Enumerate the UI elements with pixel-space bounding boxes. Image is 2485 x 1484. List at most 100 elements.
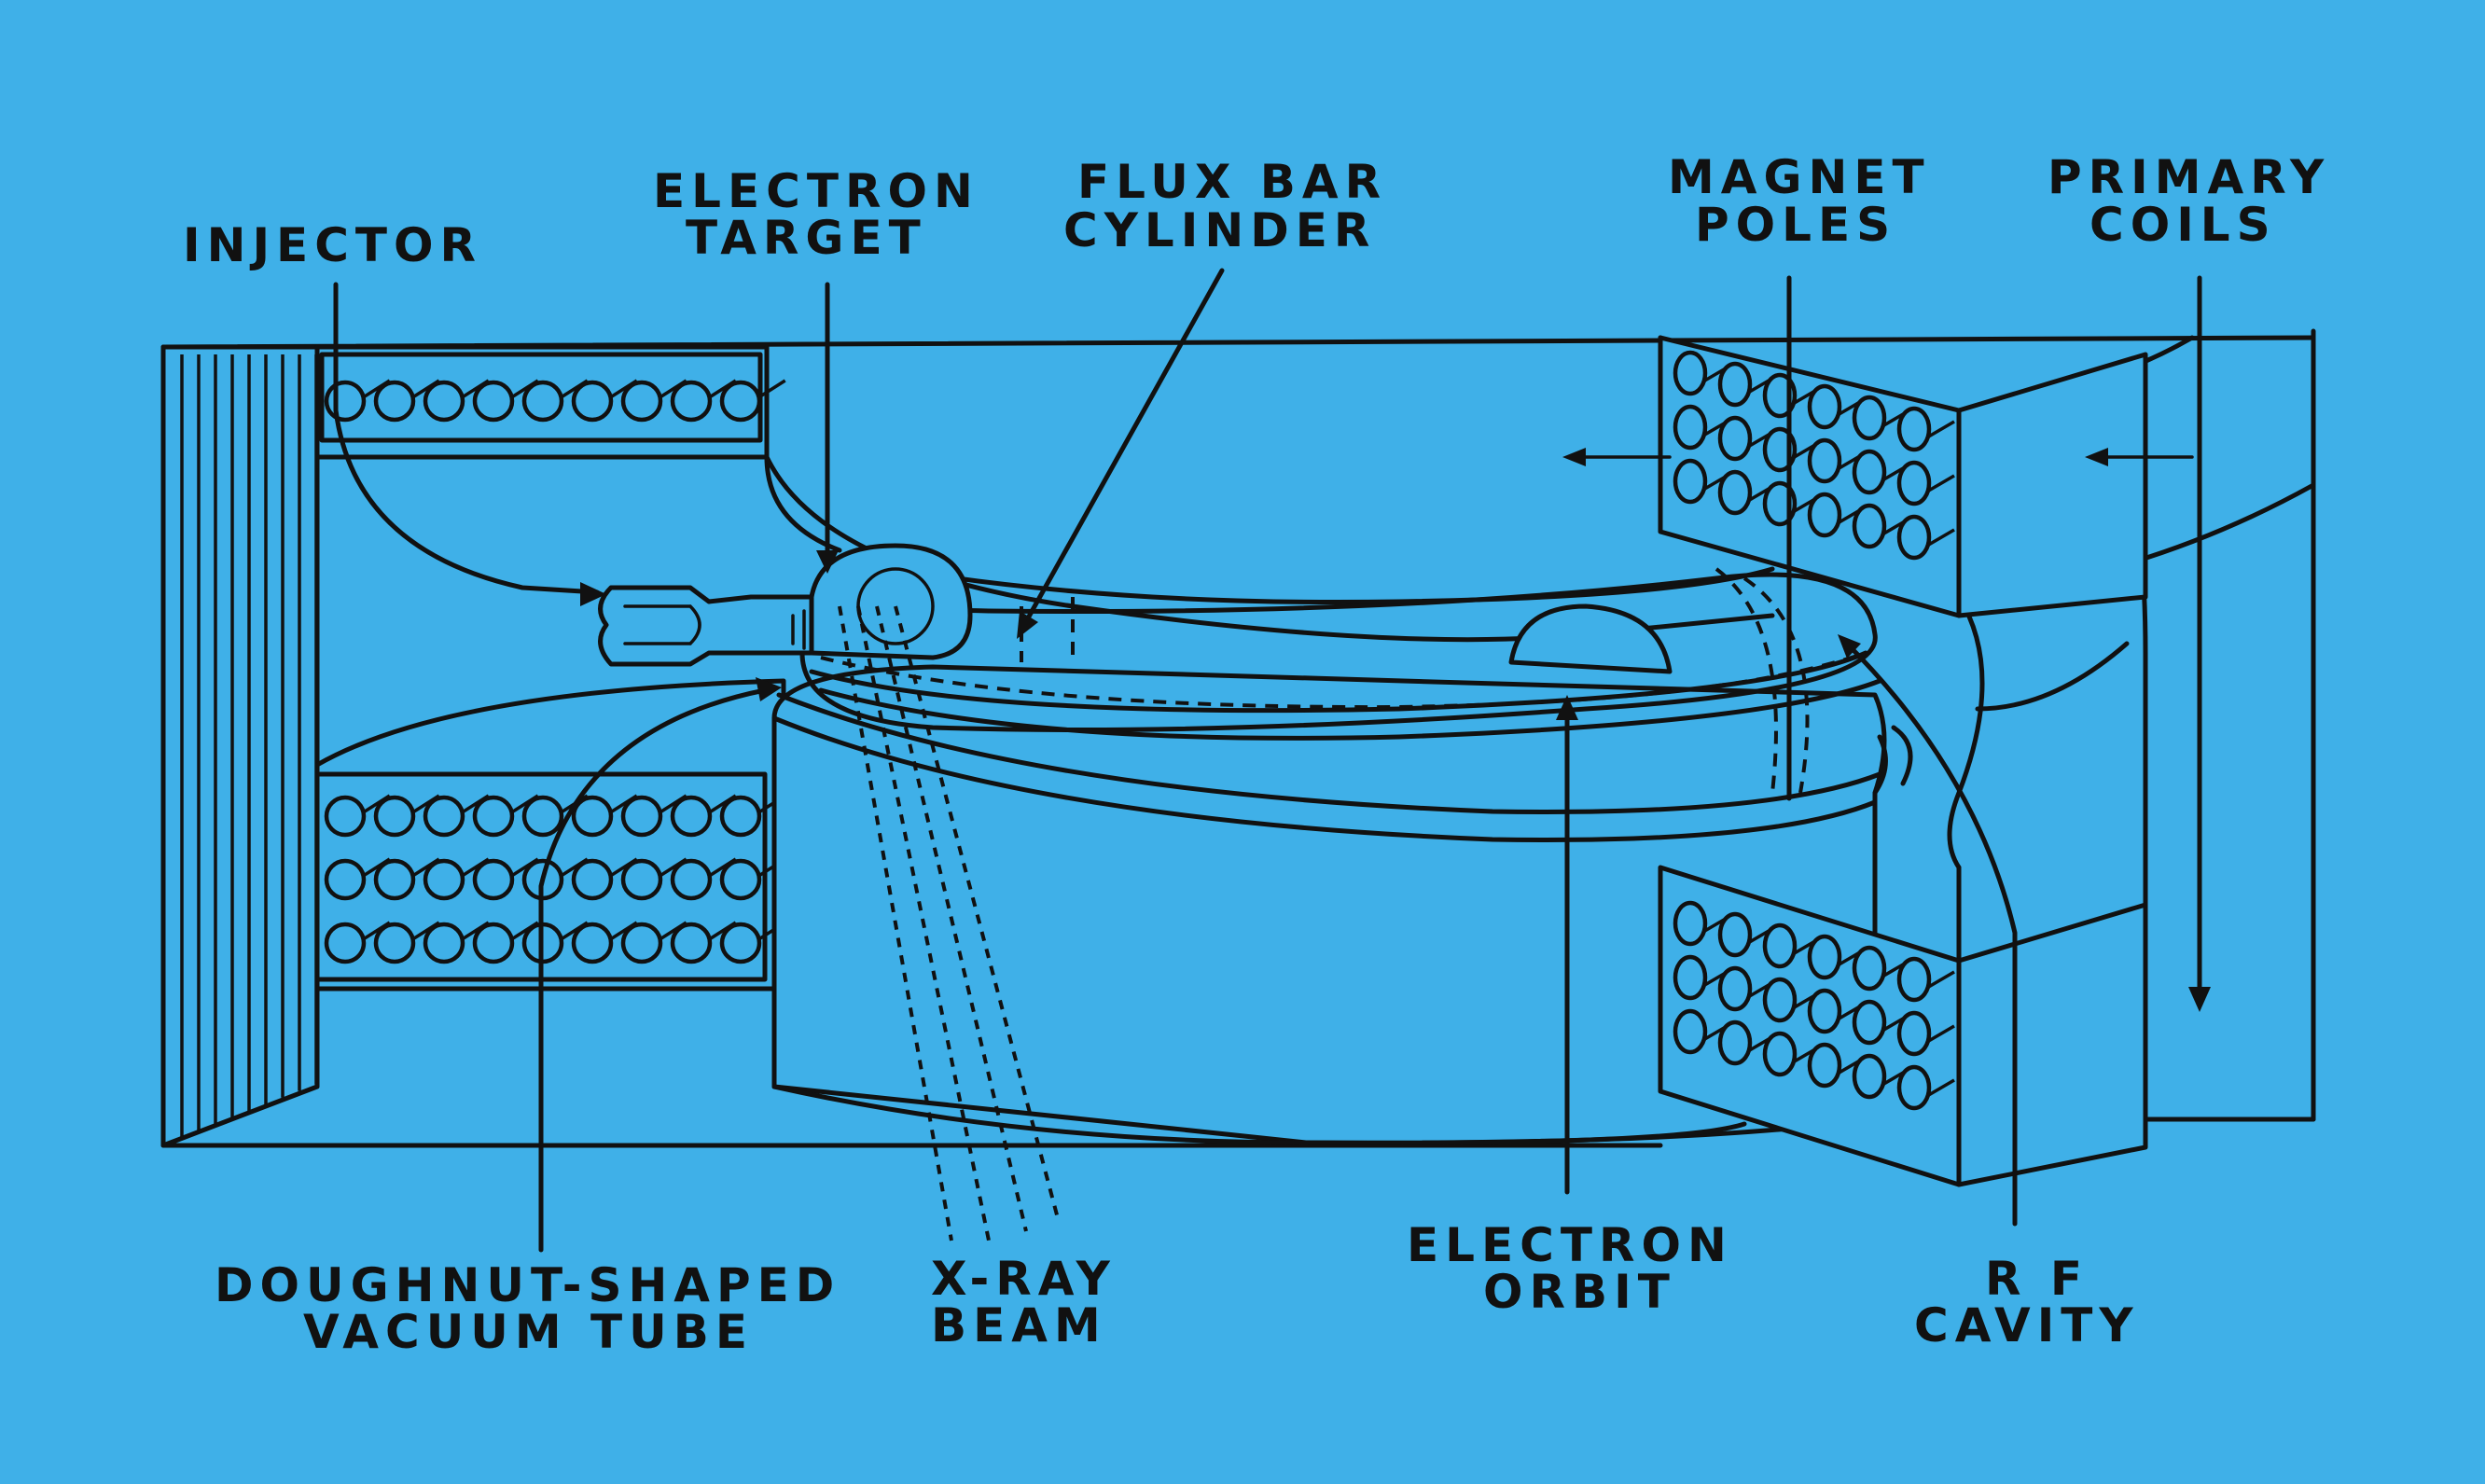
- winding-circle: [423, 858, 465, 901]
- winding-circle: [1896, 1064, 1932, 1111]
- winding-circle: [1717, 1019, 1753, 1066]
- winding-circle: [423, 380, 465, 423]
- magnet-housing: [160, 328, 2316, 1148]
- xray-beam: [838, 605, 1061, 1241]
- winding-circle: [571, 922, 614, 964]
- winding-circle: [1807, 1042, 1842, 1089]
- winding-circle: [521, 795, 564, 838]
- label-primary-coils-l1: PRIMARY: [2048, 150, 2330, 204]
- label-xray-l2: BEAM: [931, 1298, 1107, 1352]
- winding-circle: [1717, 965, 1753, 1012]
- winding-circle: [423, 922, 465, 964]
- winding-circle: [1807, 988, 1842, 1034]
- label-electron-orbit-l2: ORBIT: [1483, 1265, 1676, 1319]
- winding-circle: [324, 922, 367, 964]
- winding-circle: [324, 380, 367, 423]
- winding-circle: [1896, 514, 1932, 561]
- winding-circle: [1896, 460, 1932, 506]
- injector-gun: [598, 585, 814, 667]
- labels: INJECTOR ELECTRON TARGET FLUX BAR CYLIND…: [183, 150, 2330, 1359]
- right-lower-coil: [1658, 865, 2148, 1187]
- label-magnet-poles-l1: MAGNET: [1668, 150, 1931, 204]
- label-electron-target-l1: ELECTRON: [653, 164, 979, 218]
- label-magnet-poles-l2: POLES: [1695, 198, 1896, 252]
- vacuum-tube-ring: [799, 543, 1882, 794]
- winding-circle: [1673, 458, 1708, 505]
- winding-circle: [373, 858, 416, 901]
- winding-circle: [373, 922, 416, 964]
- winding-circle: [620, 922, 663, 964]
- winding-circle: [620, 380, 663, 423]
- winding-circle: [670, 795, 713, 838]
- winding-circle: [521, 380, 564, 423]
- winding-circle: [373, 380, 416, 423]
- winding-circle: [1896, 406, 1932, 452]
- winding-circle: [472, 380, 515, 423]
- winding-circle: [620, 795, 663, 838]
- winding-circle: [571, 858, 614, 901]
- winding-circle: [620, 858, 663, 901]
- left-wall-hatching: [180, 354, 318, 1138]
- winding-circle: [719, 795, 762, 838]
- winding-circle: [1717, 361, 1753, 408]
- winding-circle: [1673, 1008, 1708, 1055]
- winding-circle: [719, 922, 762, 964]
- leader-lines: [333, 268, 2211, 1253]
- electron-orbit-path: [820, 651, 1867, 710]
- label-electron-target-l2: TARGET: [686, 211, 927, 265]
- winding-circle: [1762, 977, 1798, 1023]
- winding-circle: [1852, 503, 1887, 549]
- winding-circle: [472, 858, 515, 901]
- winding-circle: [324, 858, 367, 901]
- winding-circle: [324, 795, 367, 838]
- winding-circle: [1896, 1010, 1932, 1057]
- upper-left-coil: [314, 344, 842, 553]
- winding-circle: [670, 858, 713, 901]
- label-vacuum-tube-l2: VACUUM TUBE: [303, 1305, 754, 1359]
- winding-circle: [1807, 492, 1842, 538]
- left-wall: [160, 344, 320, 1148]
- winding-circle: [1762, 1031, 1798, 1077]
- label-rf-cavity-l1: R F: [1985, 1252, 2089, 1306]
- label-primary-coils-l2: COILS: [2089, 198, 2277, 252]
- winding-circle: [1852, 945, 1887, 992]
- winding-circle: [1673, 954, 1708, 1001]
- winding-circle: [1807, 437, 1842, 484]
- winding-circle: [571, 380, 614, 423]
- winding-circle: [423, 795, 465, 838]
- winding-circle: [670, 922, 713, 964]
- winding-circle: [1807, 383, 1842, 430]
- winding-circle: [571, 795, 614, 838]
- label-flux-bar-l2: CYLINDER: [1063, 203, 1376, 257]
- winding-circle: [472, 922, 515, 964]
- winding-circle: [1717, 911, 1753, 958]
- winding-circle: [719, 380, 762, 423]
- rf-cavity-bulb: [1508, 603, 1673, 674]
- right-upper-coil: [1658, 335, 2148, 618]
- winding-circle: [719, 858, 762, 901]
- label-electron-orbit-l1: ELECTRON: [1407, 1218, 1733, 1272]
- winding-circle: [1673, 404, 1708, 451]
- winding-circle: [1673, 350, 1708, 396]
- winding-circle: [1852, 449, 1887, 495]
- winding-circle: [1852, 999, 1887, 1046]
- winding-circle: [1762, 922, 1798, 969]
- electron-target-bulb: [809, 543, 973, 660]
- winding-circle: [373, 795, 416, 838]
- label-injector: INJECTOR: [183, 218, 482, 272]
- winding-circle: [670, 380, 713, 423]
- label-xray-l1: X-RAY: [931, 1252, 1117, 1306]
- winding-circle: [1673, 900, 1708, 947]
- winding-circle: [1852, 395, 1887, 441]
- winding-circle: [1717, 469, 1753, 516]
- winding-circle: [1717, 415, 1753, 462]
- winding-circle: [1852, 1053, 1887, 1100]
- label-vacuum-tube-l1: DOUGHNUT-SHAPED: [215, 1258, 840, 1312]
- label-flux-bar-l1: FLUX BAR: [1077, 155, 1387, 209]
- winding-circle: [1896, 956, 1932, 1003]
- winding-circle: [472, 795, 515, 838]
- winding-circle: [1807, 934, 1842, 980]
- label-rf-cavity-l2: CAVITY: [1914, 1298, 2140, 1352]
